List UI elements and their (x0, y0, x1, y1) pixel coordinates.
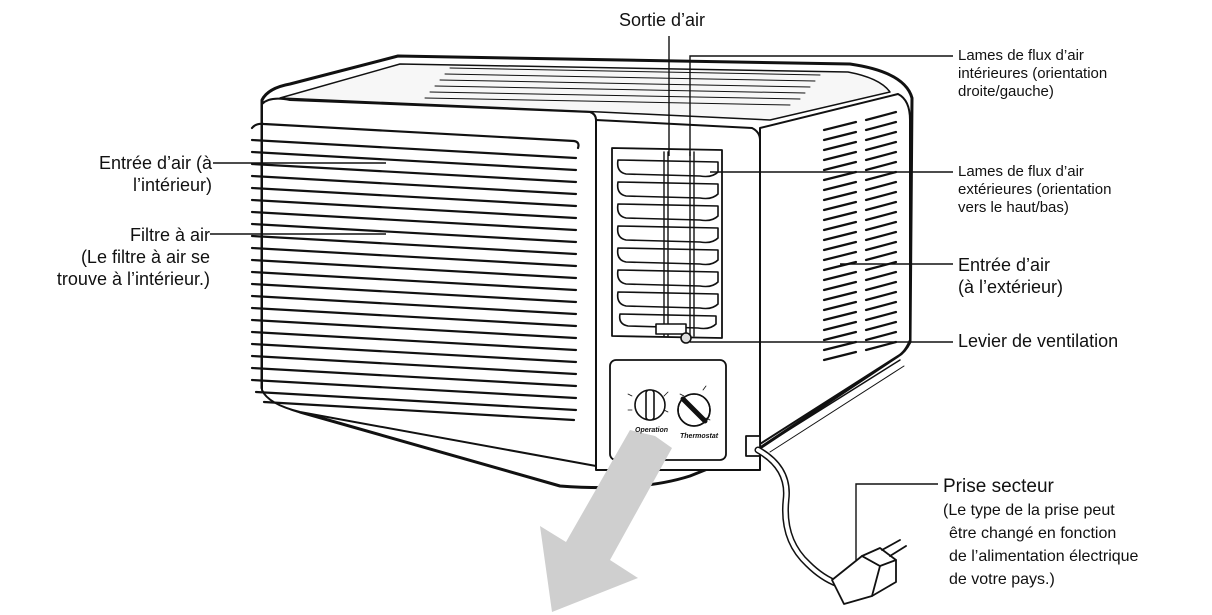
label-inner-louvers: Lames de flux d’air intérieures (orienta… (958, 47, 1108, 100)
front-grille (250, 122, 580, 422)
leader-inner-louvers (689, 55, 953, 156)
label-power-plug: Prise secteur (Le type de la prise peut … (943, 476, 1139, 588)
power-plug-title: Prise secteur (943, 476, 1054, 497)
operation-panel-text: Operation (635, 427, 668, 434)
inner-louvers (663, 151, 695, 337)
leader-lines (210, 36, 953, 560)
label-outer-louvers: Lames de flux d’air extérieures (orienta… (958, 163, 1112, 216)
vent-lever (655, 323, 692, 344)
power-plug (831, 539, 907, 605)
airflow-arrow (540, 430, 672, 612)
base-line-2 (769, 365, 905, 453)
side-vents (822, 110, 898, 362)
label-air-inlet-outside: Entrée d’air (à l’extérieur) (958, 255, 1064, 297)
operation-knob (634, 389, 666, 421)
thermostat-panel-text: Thermostat (680, 433, 719, 440)
side-face (759, 93, 911, 445)
top-face (279, 63, 891, 121)
label-air-inlet-inside: Entrée d’air (à l’intérieur) (98, 153, 212, 195)
leader-power-plug (855, 483, 938, 560)
base-line (759, 359, 901, 449)
label-vent-lever: Levier de ventilation (958, 331, 1119, 351)
panel-markings (627, 385, 711, 421)
label-air-filter: Filtre à air (Le filtre à air se trouve … (56, 225, 210, 289)
label-air-outlet: Sortie d’air (619, 10, 706, 30)
air-conditioner-unit (250, 54, 914, 612)
top-vent (424, 67, 821, 106)
power-cord (754, 446, 842, 588)
thermostat-knob (677, 393, 711, 427)
